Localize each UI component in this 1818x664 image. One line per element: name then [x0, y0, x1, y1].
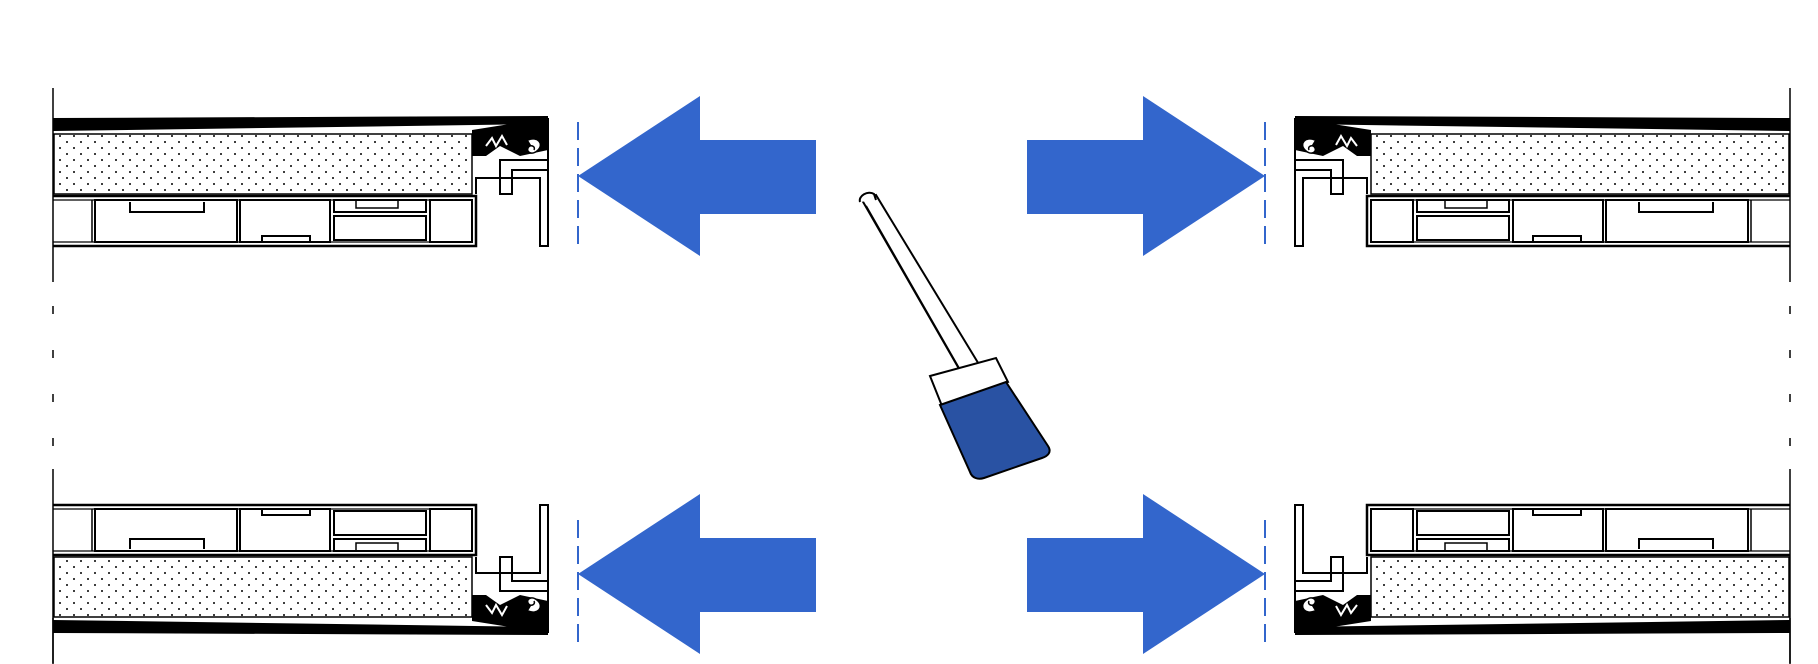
- profile-section-top-left: [51, 86, 550, 284]
- arrow-left-icon: [577, 493, 817, 655]
- profile-section-top-right: [1293, 86, 1792, 284]
- paint-brush-icon: [858, 191, 1051, 480]
- profile-section-bottom-right: [1293, 467, 1792, 664]
- arrow-right-icon: [1026, 95, 1266, 257]
- profile-section-bottom-left: [51, 467, 550, 664]
- arrow-left-icon: [577, 95, 817, 257]
- arrow-right-icon: [1026, 493, 1266, 655]
